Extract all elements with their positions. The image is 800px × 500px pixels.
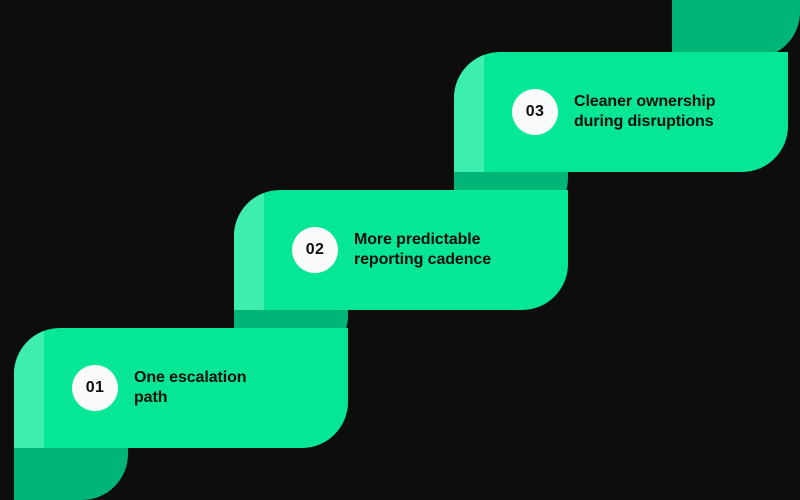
step-label-02: More predictable reporting cadence bbox=[354, 231, 492, 268]
step-number-badge-03: 03 bbox=[512, 89, 558, 135]
step-content-03: 03 Cleaner ownership during disruptions bbox=[454, 89, 716, 135]
step-content-02: 02 More predictable reporting cadence bbox=[234, 227, 491, 273]
riser-above-step-03 bbox=[672, 0, 800, 58]
step-card-03[interactable]: 03 Cleaner ownership during disruptions bbox=[454, 52, 788, 172]
step-label-01: One escalation path bbox=[134, 369, 247, 406]
step-card-02[interactable]: 02 More predictable reporting cadence bbox=[234, 190, 568, 310]
step-card-01[interactable]: 01 One escalation path bbox=[14, 328, 348, 448]
riser-below-step-01 bbox=[14, 440, 128, 500]
step-content-01: 01 One escalation path bbox=[14, 365, 247, 411]
step-label-03: Cleaner ownership during disruptions bbox=[574, 93, 716, 130]
step-number-badge-01: 01 bbox=[72, 365, 118, 411]
step-number-badge-02: 02 bbox=[292, 227, 338, 273]
